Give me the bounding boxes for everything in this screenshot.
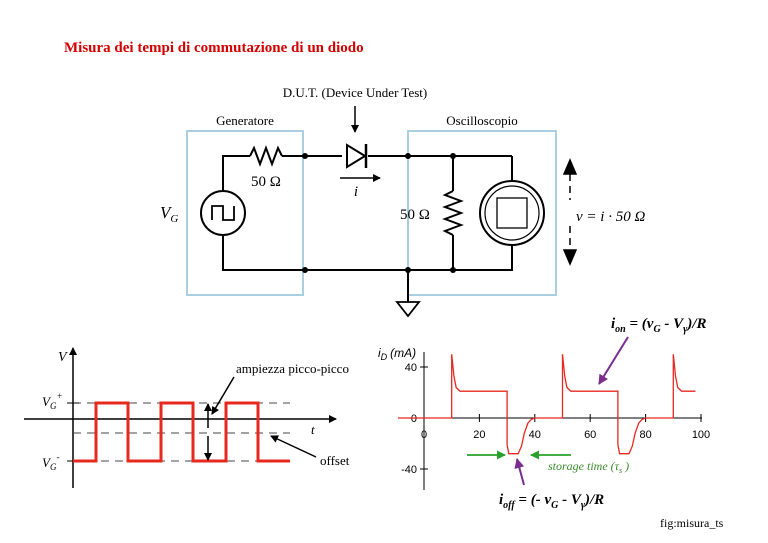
amplitude-pointer [211,376,235,415]
y-tick-label: 40 [405,362,417,374]
source-resistor-value: 50 Ω [251,174,281,190]
generator-box [186,130,304,296]
source-symbol: VG [160,203,178,225]
current-symbol: i [354,184,358,200]
junction-dots [302,153,456,273]
chart-series-line [398,354,696,455]
offset-label: offset [320,453,350,468]
chart-ylabel: iD(mA) [378,346,416,362]
x-tick-label: 0 [421,429,427,441]
circuit-wires [222,155,513,302]
t-axis-label: t [311,422,315,437]
offset-pointer [270,435,317,458]
chart-ticks: 0 20 40 60 80 100 40 0 -40 [401,362,710,476]
x-tick-label: 80 [639,429,651,441]
circuit-schematic: Generatore Oscilloscopio D.U.T. (Device … [160,85,645,318]
ion-arrow [598,336,629,385]
oscilloscope-label: Oscilloscopio [446,113,518,128]
storage-time-label: storage time (τs ) [548,459,629,475]
diode-current-chart: iD(mA) 0 20 40 60 80 100 40 0 -40 ion = (vG - Vγ… [378,316,710,511]
source-resistor [249,145,283,167]
x-tick-label: 60 [584,429,596,441]
v-axis-label: V [58,350,68,365]
generator-label: Generatore [216,113,274,128]
voltage-indicator [562,158,578,266]
x-tick-label: 100 [692,429,710,441]
square-wave-diagram: V t VG+ VG- ampiezza picco-picco offset [24,347,350,488]
y-tick-label: -40 [401,464,417,476]
oscilloscope-screen-icon [479,180,545,246]
oscilloscope-box [407,130,557,296]
vg-minus-label: VG- [42,452,59,472]
ioff-annotation: ioff = (- vG - Vγ)/R [499,492,604,511]
y-tick-label: 0 [411,413,417,425]
figure-label: fig:misura_ts [660,516,724,530]
square-wave-trace [73,401,290,463]
x-tick-label: 20 [473,429,485,441]
x-tick-label: 40 [529,429,541,441]
ground-icon [395,301,421,318]
generator-source-icon [200,190,246,236]
ion-annotation: ion = (vG - Vγ)/R [611,316,707,335]
diode-symbol [346,143,368,169]
load-resistor [442,190,464,236]
dut-label: D.U.T. (Device Under Test) [283,85,427,100]
amplitude-label: ampiezza picco-picco [236,361,349,376]
voltage-equation: v = i · 50 Ω [576,209,645,225]
page-title: Misura dei tempi di commutazione di un d… [64,40,364,56]
ioff-arrow [514,458,525,486]
load-resistor-value: 50 Ω [400,207,430,223]
vg-plus-label: VG+ [42,391,63,411]
